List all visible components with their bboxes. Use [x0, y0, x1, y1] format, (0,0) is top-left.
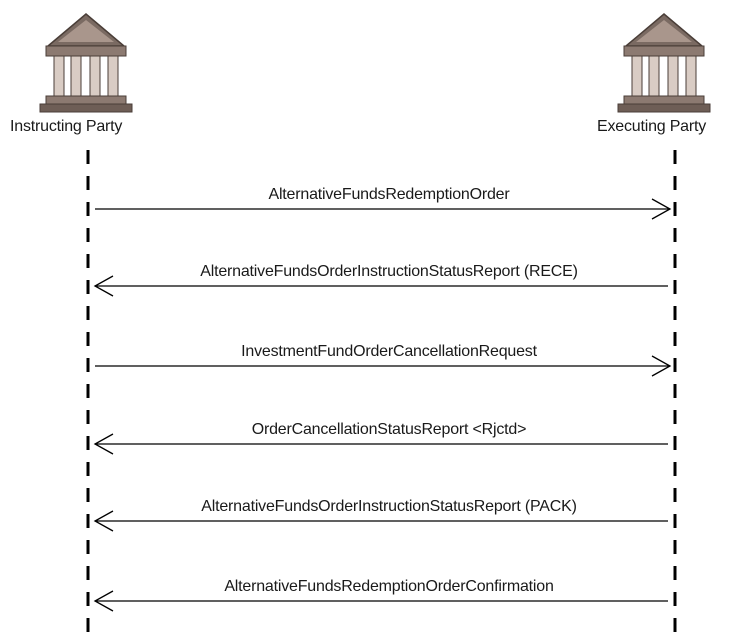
message-arrow-3	[95, 355, 672, 377]
message-label-2: AlternativeFundsOrderInstructionStatusRe…	[200, 263, 578, 280]
message-arrow-1	[95, 198, 672, 220]
message-arrow-5	[93, 510, 668, 532]
instructing-party-bank-icon	[39, 13, 133, 113]
executing-party-label: Executing Party	[597, 118, 707, 135]
message-label-4: OrderCancellationStatusReport <Rjctd>	[251, 421, 527, 438]
message-arrow-6	[93, 590, 668, 612]
message-arrow-2	[93, 275, 668, 297]
message-label-3: InvestmentFundOrderCancellationRequest	[241, 343, 537, 360]
message-label-1: AlternativeFundsRedemptionOrder	[268, 186, 510, 203]
message-label-6: AlternativeFundsRedemptionOrderConfirmat…	[224, 578, 554, 595]
instructing-party-label: Instructing Party	[10, 118, 123, 135]
message-label-5: AlternativeFundsOrderInstructionStatusRe…	[201, 498, 577, 515]
executing-party-bank-icon	[617, 13, 711, 113]
message-arrow-4	[93, 433, 668, 455]
